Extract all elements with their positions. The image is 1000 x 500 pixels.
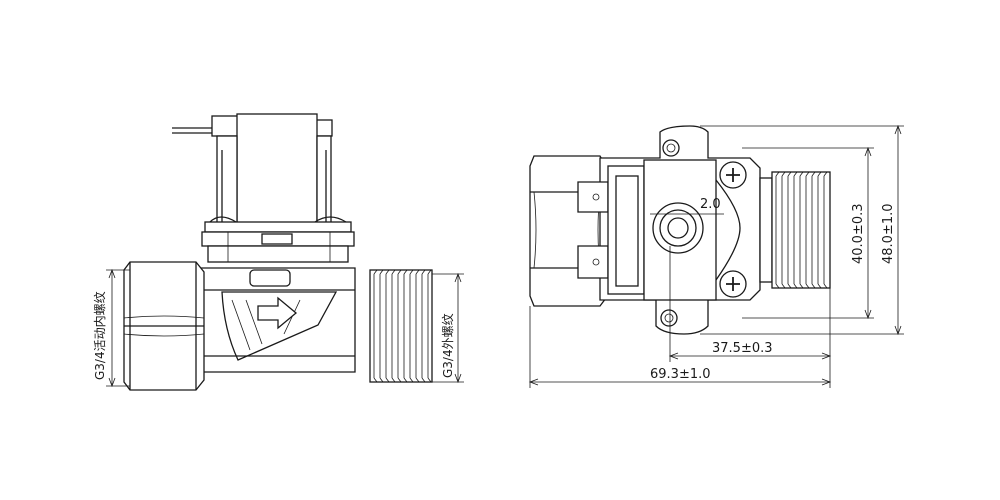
top-left-nut [529,155,607,307]
center-port: 2.0 [650,197,724,254]
screw-cross-icon [726,277,740,291]
right-thread-end [369,269,433,383]
bracket-hole-bottom [660,309,678,327]
screw-bottom [719,270,747,298]
dim-width-outer: 69.3±1.0 [528,367,832,386]
right-dimension: G3/4外螺纹 [432,272,464,384]
svg-text:37.5±0.3: 37.5±0.3 [712,341,773,356]
top-right-thread [759,171,831,289]
screw-top [719,161,747,189]
left-thread-label: G3/4活动内螺纹 [93,291,107,380]
svg-text:48.0±1.0: 48.0±1.0 [881,203,896,264]
svg-text:69.3±1.0: 69.3±1.0 [650,367,711,382]
left-union-nut [123,261,205,391]
right-thread-label: G3/4外螺纹 [441,313,455,378]
coil-body [216,113,332,229]
svg-text:40.0±0.3: 40.0±0.3 [851,203,866,264]
port-label: 2.0 [700,197,721,212]
side-view: G3/4活动内螺纹 G3/4外螺纹 [93,113,464,391]
coil-terminal [172,115,333,137]
screw-cross-icon [726,168,740,182]
dim-height-outer: 48.0±1.0 [881,124,902,336]
bracket-hole-top [662,139,680,157]
flow-arrow-icon [257,296,298,330]
dim-width-inner: 37.5±0.3 [668,341,832,360]
left-dimension: G3/4活动内螺纹 [93,268,130,388]
valve-body [195,267,356,373]
extension-lines [529,125,904,388]
top-view: 2.0 [528,124,904,388]
bonnet [201,216,355,263]
dim-height-inner: 40.0±0.3 [851,146,872,320]
